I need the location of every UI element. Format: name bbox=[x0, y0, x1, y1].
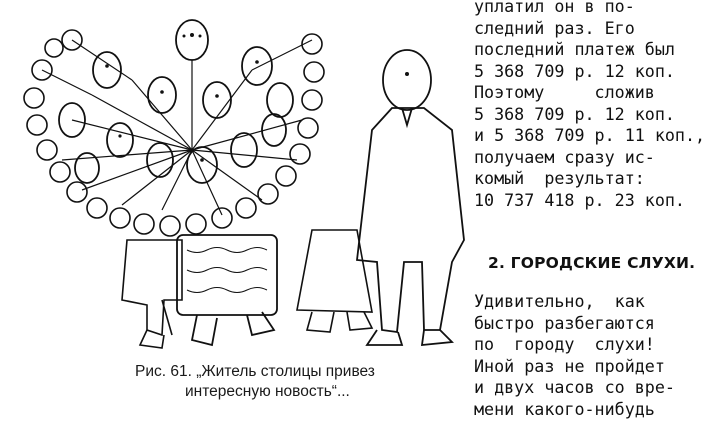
text-line: Удивительно, как bbox=[474, 291, 645, 311]
text-line: 10 737 418 р. 23 коп. bbox=[474, 189, 685, 210]
left-figure bbox=[121, 239, 183, 349]
text-line: Иной раз не пройдет bbox=[474, 355, 665, 376]
text-line: и двух часов со вре- bbox=[474, 377, 675, 398]
woman-figure bbox=[296, 229, 374, 333]
figure-61-illustration bbox=[23, 19, 465, 349]
text-line: и 5 368 709 р. 11 коп., bbox=[474, 125, 706, 145]
caption-line: интересную новость“... bbox=[185, 383, 350, 400]
text-line: комый результат: bbox=[474, 168, 645, 188]
figure-caption: Рис. 61. „Житель столицы привез интересн… bbox=[135, 362, 435, 402]
text-line: следний раз. Его bbox=[474, 17, 635, 38]
text-line: 5 368 709 р. 12 коп. bbox=[474, 103, 675, 124]
section-heading: 2. ГОРОДСКИЕ СЛУХИ. bbox=[488, 254, 696, 272]
text-line: получаем сразу ис- bbox=[474, 146, 655, 167]
body-text-bottom: Удивительно, как быстро разбегаются по г… bbox=[474, 291, 704, 421]
text-line: быстро разбегаются bbox=[474, 312, 655, 333]
text-line: 5 368 709 р. 12 коп. bbox=[474, 60, 675, 81]
hatching bbox=[105, 33, 409, 162]
text-line: последний платеж был bbox=[474, 39, 675, 59]
heads-arc bbox=[23, 29, 325, 237]
suitcase bbox=[176, 234, 278, 347]
text-line: Поэтому сложив bbox=[474, 82, 655, 102]
text-line: по городу слухи! bbox=[474, 334, 655, 355]
bald-man-figure bbox=[356, 49, 465, 347]
inner-heads bbox=[58, 19, 294, 184]
text-line: уплатил он в по- bbox=[474, 0, 635, 16]
caption-line: Рис. 61. „Житель столицы привез bbox=[135, 363, 375, 380]
body-text-top: уплатил он в по- следний раз. Его послед… bbox=[474, 0, 706, 211]
text-line: мени какого-нибудь bbox=[474, 398, 655, 419]
